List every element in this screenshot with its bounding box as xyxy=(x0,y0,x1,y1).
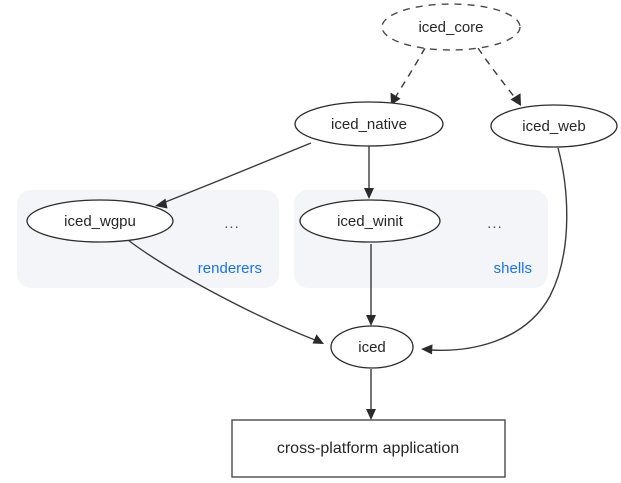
cluster-renderers-ellipsis: ... xyxy=(224,215,240,232)
node-iced-native-shape[interactable] xyxy=(294,101,444,147)
node-iced-wgpu-label: iced_wgpu xyxy=(64,213,136,230)
edge-iced-core-to-iced-native xyxy=(390,47,426,105)
node-iced-core[interactable]: iced_core xyxy=(381,3,521,51)
edge-iced-to-application xyxy=(366,369,376,420)
edge-iced-winit-to-iced xyxy=(366,244,376,326)
node-iced-web-label: iced_web xyxy=(522,118,585,135)
node-iced-web[interactable]: iced_web xyxy=(490,104,618,148)
edge-iced-native-to-iced-winit xyxy=(364,146,374,199)
cluster-shells-label: shells xyxy=(494,260,532,277)
node-iced-core-shape[interactable] xyxy=(381,3,521,51)
node-iced-winit-label: iced_winit xyxy=(337,213,404,230)
edge-iced-web-to-iced xyxy=(421,147,568,355)
node-iced-shape[interactable] xyxy=(330,325,414,369)
node-iced-native-label: iced_native xyxy=(331,116,407,133)
node-iced-wgpu-shape[interactable] xyxy=(26,199,174,243)
edge-iced-wgpu-to-iced xyxy=(127,239,324,344)
node-iced-native[interactable]: iced_native xyxy=(294,101,444,147)
node-cross-platform-application[interactable]: cross-platform application xyxy=(231,419,506,478)
node-application-label: cross-platform application xyxy=(277,440,459,457)
node-iced-winit[interactable]: iced_winit xyxy=(299,199,441,243)
cluster-renderers-label: renderers xyxy=(198,260,262,277)
node-iced-web-shape[interactable] xyxy=(490,104,618,148)
node-iced-winit-shape[interactable] xyxy=(299,199,441,243)
edge-iced-core-to-iced-web xyxy=(477,47,521,106)
node-iced-label: iced xyxy=(358,339,386,356)
node-iced-wgpu[interactable]: iced_wgpu xyxy=(26,199,174,243)
node-application-shape[interactable] xyxy=(231,419,506,478)
cluster-shells-ellipsis: ... xyxy=(487,215,503,232)
node-iced[interactable]: iced xyxy=(330,325,414,369)
node-iced-core-label: iced_core xyxy=(418,19,483,36)
edge-iced-native-to-iced-wgpu xyxy=(155,142,312,209)
